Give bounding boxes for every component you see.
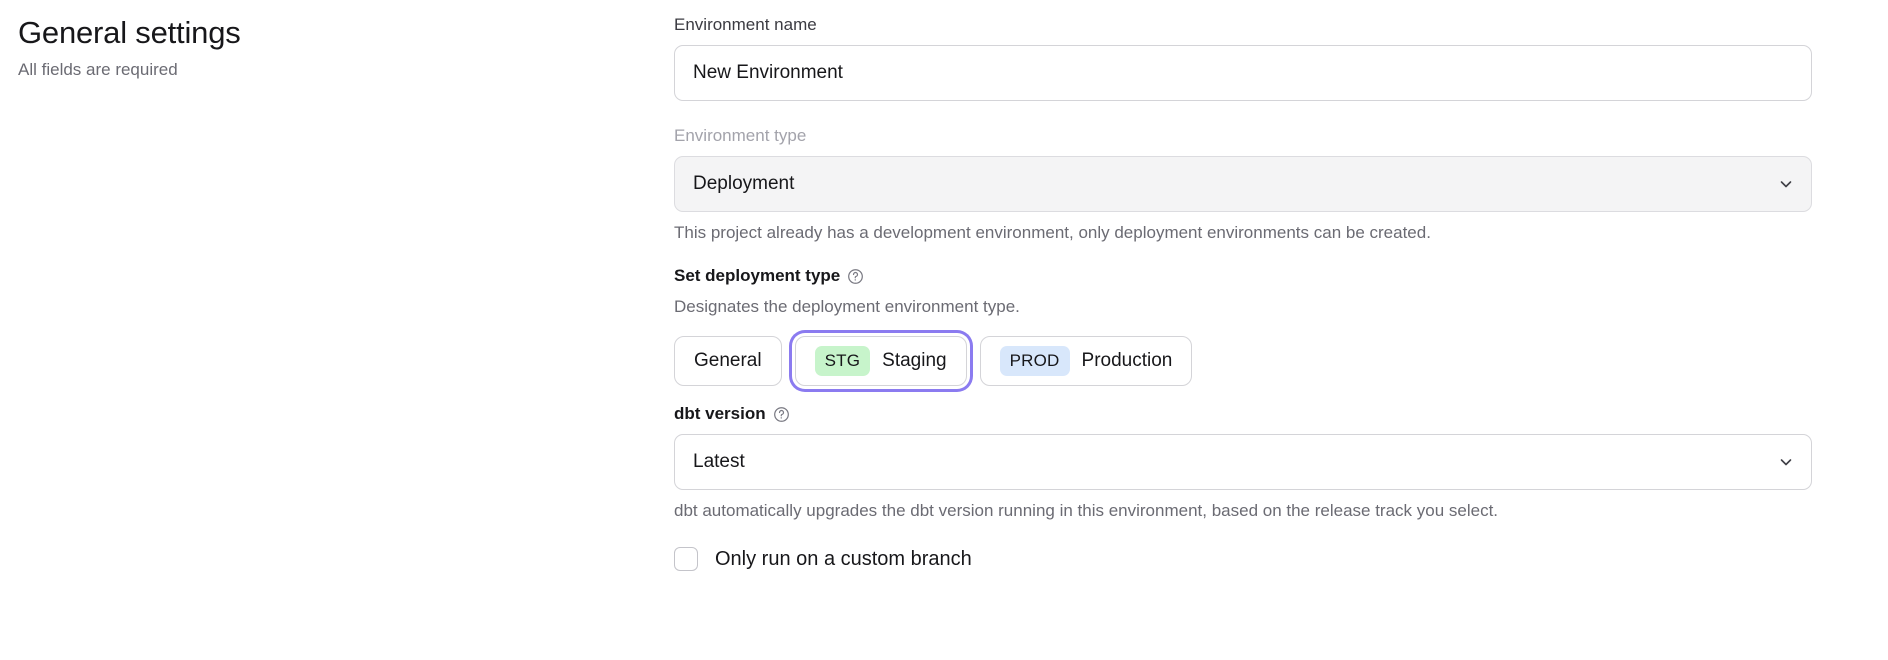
question-circle-icon[interactable] (773, 406, 790, 423)
custom-branch-checkbox[interactable] (674, 547, 698, 572)
field-environment-name: Environment name New Environment (674, 14, 1812, 102)
environment-name-label: Environment name (674, 15, 817, 34)
chevron-down-icon (1778, 454, 1794, 470)
dbt-version-value: Latest (693, 451, 745, 473)
dbt-version-select[interactable]: Latest (674, 434, 1812, 491)
environment-type-label: Environment type (674, 126, 807, 146)
spacer (674, 245, 1812, 265)
field-environment-type: Environment type Deployment This project… (674, 125, 1812, 245)
general-settings-form: Environment name New Environment Environ… (674, 0, 1854, 572)
page-title: General settings (18, 15, 241, 50)
question-circle-icon[interactable] (847, 268, 864, 285)
page-subtitle: All fields are required (18, 59, 178, 79)
field-deployment-type: Set deployment type Designates the deplo… (674, 265, 1812, 389)
deployment-type-option-general-wrap: General (674, 336, 782, 387)
environment-type-value: Deployment (693, 173, 795, 195)
spacer (674, 389, 1812, 403)
option-general-label: General (694, 350, 762, 372)
staging-badge: STG (814, 346, 871, 377)
deployment-type-label-row: Set deployment type (674, 265, 1812, 287)
deployment-type-option-production-wrap: PROD Production (979, 336, 1193, 387)
custom-branch-row[interactable]: Only run on a custom branch (674, 547, 1812, 572)
dbt-version-helper: dbt automatically upgrades the dbt versi… (674, 501, 1499, 521)
dbt-version-label: dbt version (674, 404, 766, 424)
deployment-type-helper: Designates the deployment environment ty… (674, 297, 1020, 317)
chevron-down-icon (1778, 176, 1794, 192)
deployment-type-option-production[interactable]: PROD Production (979, 336, 1193, 387)
deployment-type-options: General STG Staging PROD Production (674, 333, 1812, 389)
section-header: General settings All fields are required (0, 0, 674, 81)
dbt-version-label-row: dbt version (674, 403, 1812, 425)
field-dbt-version: dbt version Latest dbt automatically upg… (674, 403, 1812, 523)
deployment-type-label: Set deployment type (674, 266, 841, 286)
environment-name-value: New Environment (693, 62, 843, 84)
custom-branch-label: Only run on a custom branch (715, 547, 972, 570)
deployment-type-option-staging[interactable]: STG Staging (794, 336, 967, 387)
option-staging-label: Staging (882, 350, 947, 372)
deployment-type-option-general[interactable]: General (674, 336, 782, 387)
environment-type-helper: This project already has a development e… (674, 223, 1431, 243)
production-badge: PROD (999, 346, 1070, 377)
environment-name-input[interactable]: New Environment (674, 45, 1812, 102)
deployment-type-option-staging-wrap: STG Staging (792, 333, 970, 389)
option-production-label: Production (1081, 350, 1173, 372)
environment-type-select[interactable]: Deployment (674, 156, 1812, 213)
spacer (674, 101, 1812, 125)
